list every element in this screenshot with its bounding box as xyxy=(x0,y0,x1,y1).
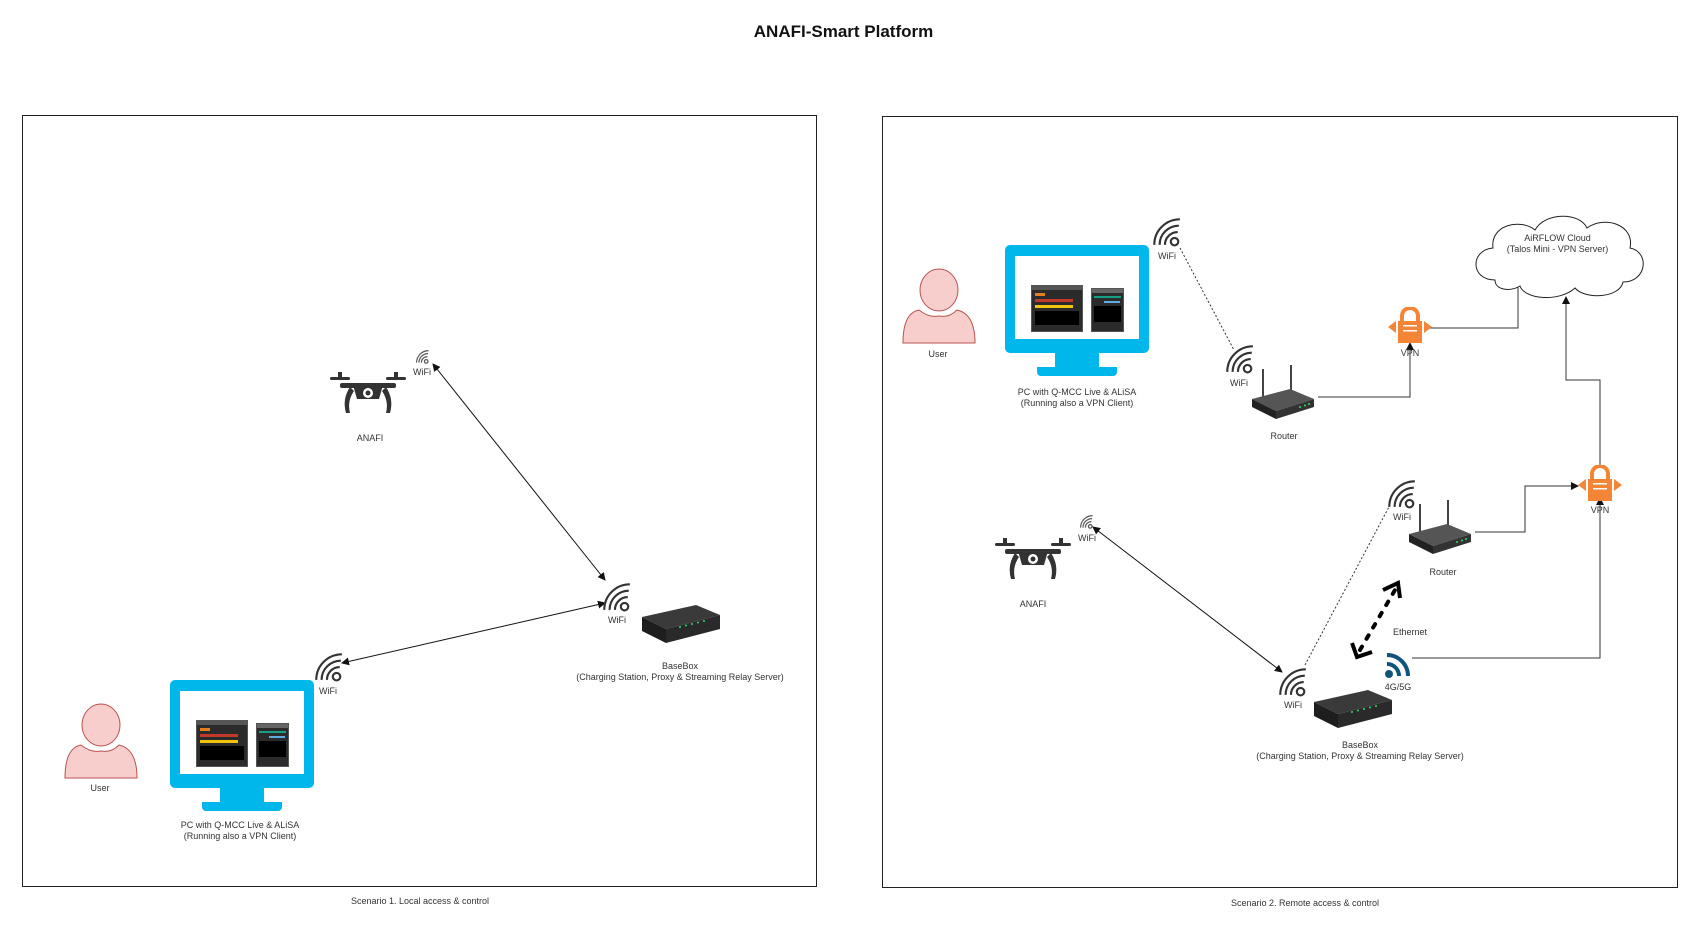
basebox-wifi-label: WiFi xyxy=(608,615,626,625)
pc-label-2: (Running also a VPN Client) xyxy=(183,831,297,841)
wifi-icon xyxy=(1279,668,1306,697)
drone-wifi-label: WiFi xyxy=(413,367,431,377)
alisa-window-thumbnail xyxy=(256,723,289,767)
basebox-device-icon xyxy=(1314,690,1392,728)
cloud-label-1: AiRFLOW Cloud xyxy=(1524,233,1591,243)
cellular-label: 4G/5G xyxy=(1384,682,1412,692)
user-icon xyxy=(64,703,138,779)
pc-wifi-label: WiFi xyxy=(1158,251,1176,261)
router-icon xyxy=(1409,500,1471,554)
scenario1-caption: Scenario 1. Local access & control xyxy=(350,896,490,906)
pc-label-2: (Running also a VPN Client) xyxy=(1020,398,1134,408)
drone-wifi-label: WiFi xyxy=(1078,533,1096,543)
scenario2-caption: Scenario 2. Remote access & control xyxy=(1230,898,1380,908)
router-icon xyxy=(1252,365,1314,419)
vpn-lock-icon xyxy=(1578,465,1622,501)
basebox-label-1: BaseBox xyxy=(661,661,699,671)
alisa-window-thumbnail xyxy=(1091,288,1124,332)
drone-icon xyxy=(330,372,406,413)
wifi-icon xyxy=(1226,345,1253,374)
router1-label: Router xyxy=(1270,431,1298,441)
diagram-title: ANAFI-Smart Platform xyxy=(753,22,934,41)
wifi-icon xyxy=(603,583,630,612)
wifi-icon xyxy=(1153,218,1180,247)
ethernet-label: Ethernet xyxy=(1392,627,1428,637)
router1-wifi-label: WiFi xyxy=(1230,378,1248,388)
drone-label: ANAFI xyxy=(1019,599,1047,609)
pc-wifi-label: WiFi xyxy=(319,686,337,696)
basebox-wifi-label: WiFi xyxy=(1284,700,1302,710)
wifi-icon xyxy=(1080,515,1093,529)
user-icon xyxy=(902,268,976,344)
qmcc-window-thumbnail xyxy=(196,720,248,767)
vpn2-label: VPN xyxy=(1590,505,1610,515)
wifi-icon xyxy=(315,653,342,682)
cloud-icon xyxy=(1475,215,1644,299)
pc-monitor-icon xyxy=(170,680,314,818)
user-label: User xyxy=(90,783,110,793)
cellular-signal-icon xyxy=(1385,653,1410,678)
router2-label: Router xyxy=(1429,567,1457,577)
pc-monitor-icon xyxy=(1005,245,1149,383)
qmcc-window-thumbnail xyxy=(1031,285,1083,332)
vpn1-label: VPN xyxy=(1400,348,1420,358)
basebox-label-1: BaseBox xyxy=(1341,740,1379,750)
basebox-label-2: (Charging Station, Proxy & Streaming Rel… xyxy=(1256,751,1464,761)
basebox-label-2: (Charging Station, Proxy & Streaming Rel… xyxy=(576,672,784,682)
vpn-lock-icon xyxy=(1388,307,1432,343)
basebox-device-icon xyxy=(642,605,720,643)
drone-icon xyxy=(995,538,1071,579)
pc-label-1: PC with Q-MCC Live & ALiSA xyxy=(180,820,300,830)
cloud-label-2: (Talos Mini - VPN Server) xyxy=(1506,244,1609,254)
router2-wifi-label: WiFi xyxy=(1393,512,1411,522)
pc-label-1: PC with Q-MCC Live & ALiSA xyxy=(1017,387,1137,397)
scenario1-frame xyxy=(22,115,817,887)
wifi-icon xyxy=(1388,480,1415,509)
drone-label: ANAFI xyxy=(356,433,384,443)
scenario2-frame xyxy=(882,116,1678,888)
wifi-icon xyxy=(416,350,429,364)
user-label: User xyxy=(928,349,948,359)
